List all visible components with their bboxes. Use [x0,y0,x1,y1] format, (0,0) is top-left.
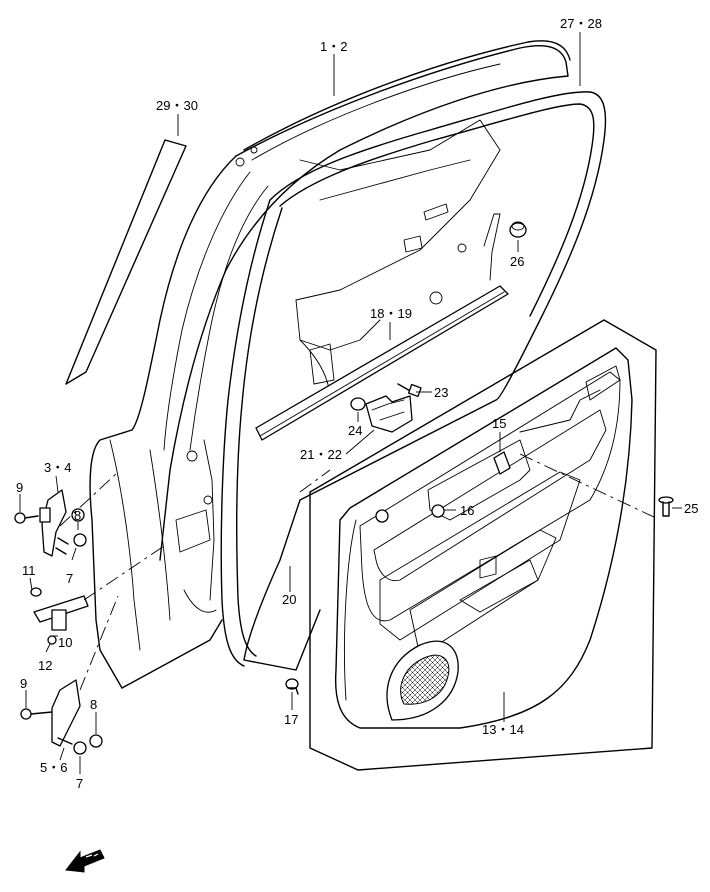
label-20: 20 [282,592,296,607]
fwd-arrow-icon [65,849,105,873]
lower-hinge-part [20,679,103,755]
speaker-grille-part [386,640,459,721]
label-26: 26 [510,254,524,269]
label-1-2: 1・2 [320,39,347,54]
trim-panel-part [309,319,657,771]
upper-hinge-part [14,489,87,557]
screw-23-part [397,383,422,398]
label-25: 25 [684,501,698,516]
door-panel-part [89,40,571,689]
label-13-14: 13・14 [482,722,524,737]
alignment-line-trim-screw [519,453,657,519]
label-7-lower: 7 [76,776,83,791]
alignment-line-panel [299,469,331,493]
clip-26-part [509,221,527,238]
screw-25-part [658,496,674,517]
leader-lines [19,32,682,774]
label-12: 12 [38,658,52,673]
label-29-30: 29・30 [156,98,198,113]
beltline-strip-part [255,213,509,441]
label-16: 16 [460,503,474,518]
label-27-28: 27・28 [560,16,602,31]
label-5-6: 5・6 [40,760,67,775]
label-9-lower: 9 [20,676,27,691]
label-9-upper: 9 [16,480,23,495]
label-7-upper: 7 [66,571,73,586]
glass-strip-part [65,139,187,385]
door-check-part [30,587,89,645]
label-21-22: 21・22 [300,447,342,462]
label-8-upper: 8 [74,508,81,523]
bezel-16-part [431,504,445,518]
label-23: 23 [434,385,448,400]
handle-bracket-part [365,395,413,433]
weatherstrip-part [220,91,607,671]
alignment-line-check [83,545,165,601]
grommet-24-part [350,397,366,411]
alignment-line-hinge-upper [59,471,119,527]
alignment-line-hinge-lower [79,595,119,691]
label-15: 15 [492,416,506,431]
clip-17-part [285,678,299,695]
label-17: 17 [284,712,298,727]
label-11: 11 [22,563,36,578]
label-8-lower: 8 [90,697,97,712]
label-3-4: 3・4 [44,460,71,475]
label-24: 24 [348,423,362,438]
label-18-19: 18・19 [370,306,412,321]
inner-handle-15-part [493,451,511,475]
label-10: 10 [58,635,72,650]
